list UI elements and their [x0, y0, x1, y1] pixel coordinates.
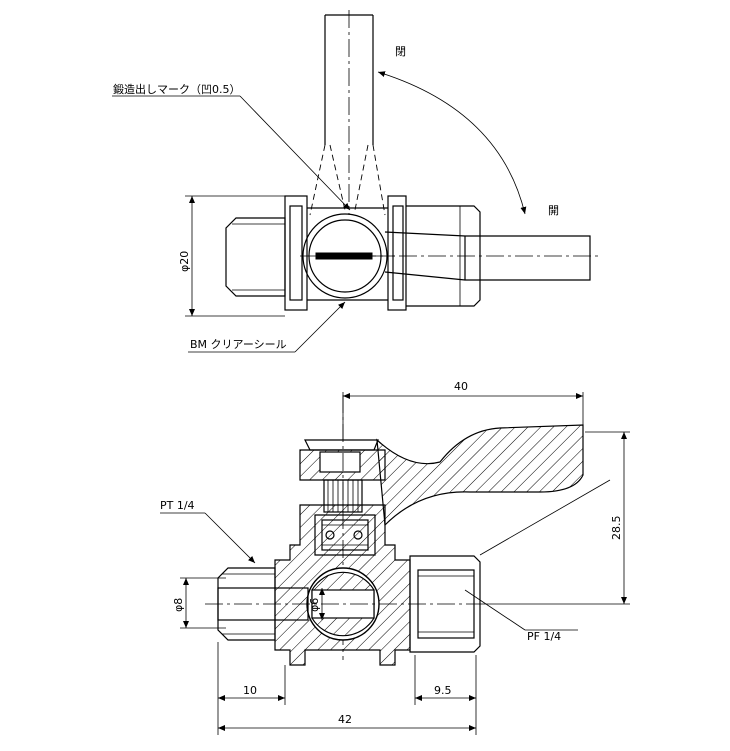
dim-phi20: φ20	[178, 195, 285, 317]
svg-text:42: 42	[338, 713, 352, 726]
dim-phi8: φ8	[172, 577, 226, 629]
seal-label: BM クリアーシール	[190, 338, 287, 351]
section-view: 40 28.5	[160, 380, 630, 735]
svg-text:φ8: φ8	[172, 598, 185, 612]
left-nipple	[225, 217, 286, 297]
stem-head	[300, 213, 395, 299]
dim-9-5: 9.5	[414, 655, 477, 735]
svg-text:9.5: 9.5	[434, 684, 452, 697]
svg-text:φ6: φ6	[308, 598, 321, 612]
dim-42: 42	[218, 713, 476, 731]
label-close: 閉	[395, 45, 406, 58]
svg-text:φ20: φ20	[178, 251, 191, 272]
svg-text:10: 10	[243, 684, 257, 697]
rotation-arrow	[377, 71, 527, 215]
pt-label: PT 1/4	[160, 499, 195, 512]
handle-open	[370, 231, 600, 281]
handle-section	[376, 424, 584, 527]
handle-closed	[309, 10, 386, 216]
valve-body-top	[284, 195, 407, 311]
label-open: 開	[548, 204, 559, 217]
forging-mark-label: 鍛造出しマーク（凹0.5）	[113, 82, 241, 96]
pf-label: PF 1/4	[527, 630, 561, 643]
dim-phi6: φ6	[308, 588, 325, 620]
svg-text:40: 40	[454, 380, 468, 393]
svg-text:28.5: 28.5	[610, 516, 623, 541]
dim-28-5: 28.5	[480, 431, 630, 605]
right-socket-section	[409, 555, 481, 653]
stem-cap	[299, 395, 386, 660]
top-view: 閉 開 鍛造出しマーク（凹0.5） φ20 BM クリアーシール	[112, 10, 600, 353]
dim-10: 10	[217, 642, 286, 735]
